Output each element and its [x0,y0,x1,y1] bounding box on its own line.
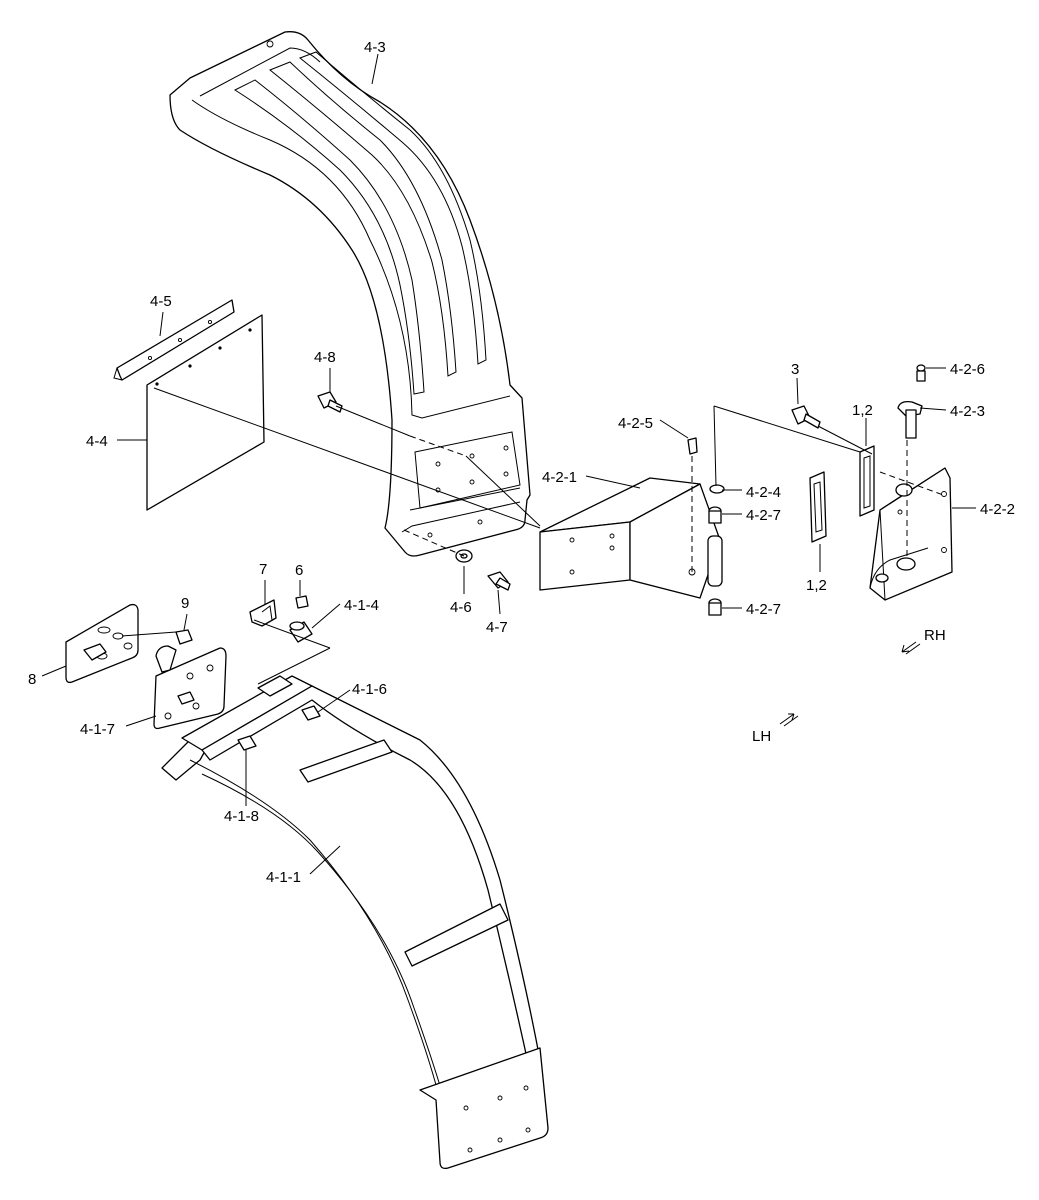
bolt-3 [791,405,821,429]
plate-8 [65,603,139,684]
bolt-4-1-8 [237,735,257,751]
label-rh: RH [924,627,946,644]
screw-6 [295,595,309,609]
clip-7 [249,599,277,627]
label-4-1-4: 4-1-4 [344,597,379,614]
label-4-2-5: 4-2-5 [618,415,653,432]
label-4-2-4: 4-2-4 [746,484,781,501]
label-4-4: 4-4 [86,433,108,450]
mud-flap-4-4 [146,314,265,511]
bolt-4-8 [317,391,343,413]
label-lh: LH [752,728,771,745]
fender-4-3 [169,31,531,557]
label-4-2-7-bottom: 4-2-7 [746,601,781,618]
bracket-4-2-2 [869,467,953,601]
plate-4-2-3 [897,400,923,439]
bolt-4-2-6 [916,364,926,382]
arrow-rh-icon [901,641,921,655]
label-1-2-top: 1,2 [852,402,873,419]
label-4-3: 4-3 [364,39,386,56]
callout-labels: 4-3 4-5 4-4 4-8 4-6 4-7 4-2-5 4-2-1 4-2-… [28,39,1015,886]
label-4-6: 4-6 [450,599,472,616]
label-4-2-7-top: 4-2-7 [746,507,781,524]
link-1-2-lower [809,471,827,543]
label-4-2-1: 4-2-1 [542,469,577,486]
latch-4-1-7 [153,645,227,730]
label-4-5: 4-5 [150,293,172,310]
label-6: 6 [295,562,303,579]
label-8: 8 [28,671,36,688]
label-4-2-3: 4-2-3 [950,403,985,420]
label-1-2-bottom: 1,2 [806,577,827,594]
label-4-1-6: 4-1-6 [352,681,387,698]
label-7: 7 [259,561,267,578]
label-4-2-2: 4-2-2 [980,501,1015,518]
bracket-4-2-1 [539,477,721,599]
bolt-4-1-6 [301,705,321,721]
bolt-4-7 [487,571,511,591]
leader-lines [41,53,976,875]
label-4-7: 4-7 [486,619,508,636]
label-4-1-7: 4-1-7 [80,721,115,738]
bolt-9 [175,629,193,645]
label-3: 3 [791,361,799,378]
label-9: 9 [181,595,189,612]
label-4-1-8: 4-1-8 [224,808,259,825]
label-4-1-1: 4-1-1 [266,869,301,886]
label-4-8: 4-8 [314,349,336,366]
spacer-4-1-4 [289,621,313,643]
frame-4-1-1 [161,675,549,1170]
label-4-2-6: 4-2-6 [950,361,985,378]
arrow-lh-icon [779,713,799,727]
strip-4-5 [113,299,235,381]
link-1-2-upper [859,445,875,517]
